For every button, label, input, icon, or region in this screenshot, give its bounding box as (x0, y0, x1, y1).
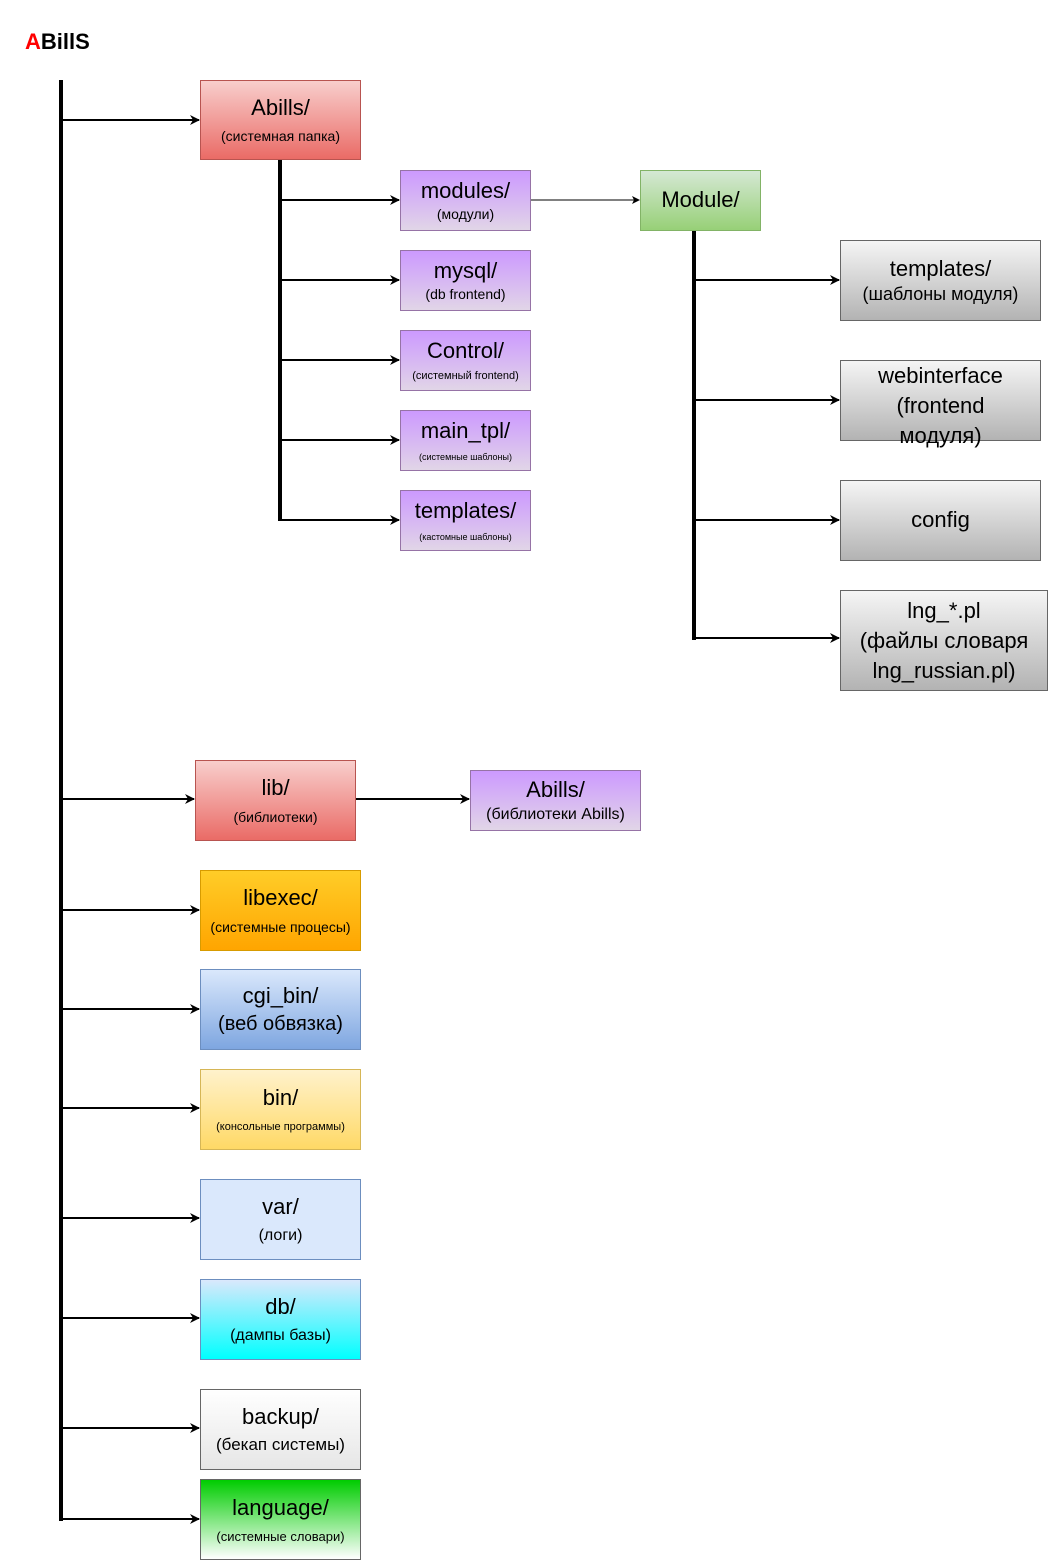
node-subtitle: (db frontend) (425, 286, 506, 303)
node-backup[interactable]: backup/ (бекап системы) (200, 1389, 361, 1470)
node-title: mysql/ (433, 257, 498, 283)
node-lib[interactable]: lib/ (библиотеки) (195, 760, 356, 841)
node-subtitle: (дампы базы) (230, 1327, 331, 1345)
node-subtitle: (бекап системы) (216, 1434, 345, 1454)
node-subtitle: (шаблоны модуля) (862, 283, 1019, 304)
node-cgi-bin[interactable]: cgi_bin/ (веб обвязка) (200, 969, 361, 1050)
node-mysql[interactable]: mysql/ (db frontend) (400, 250, 531, 311)
node-title: config (911, 507, 970, 533)
node-title: language/ (232, 1494, 329, 1520)
node-subtitle: (системные словари) (216, 1528, 345, 1544)
node-title: templates/ (414, 497, 517, 523)
node-var[interactable]: var/ (логи) (200, 1179, 361, 1260)
node-title: libexec/ (243, 884, 318, 910)
node-title: var/ (262, 1193, 299, 1219)
node-templates[interactable]: templates/ (кастомные шаблоны) (400, 490, 531, 551)
node-modules[interactable]: modules/ (модули) (400, 170, 531, 231)
node-subtitle: (системная папка) (221, 127, 340, 144)
node-title: db/ (265, 1293, 296, 1319)
node-main-tpl[interactable]: main_tpl/ (системные шаблоны) (400, 410, 531, 471)
node-title: backup/ (241, 1404, 320, 1430)
node-subtitle: (системные процесы) (210, 919, 351, 936)
node-control[interactable]: Control/ (системный frontend) (400, 330, 531, 391)
node-language[interactable]: language/ (системные словари) (200, 1479, 361, 1560)
node-subtitle: (системные шаблоны) (419, 452, 512, 463)
node-title: lng_*.pl (907, 597, 981, 623)
node-title: cgi_bin/ (242, 983, 319, 1009)
node-module[interactable]: Module/ (640, 170, 761, 231)
node-bin[interactable]: bin/ (консольные программы) (200, 1069, 361, 1150)
node-title: bin/ (262, 1084, 299, 1110)
node-subtitle: (библиотеки) (233, 809, 318, 826)
node-title: Module/ (661, 187, 740, 213)
abills-logo: ABillS (25, 29, 90, 55)
node-subtitle: (файлы словаря lng_russian.pl) (859, 627, 1029, 683)
node-subtitle: (frontend модуля) (896, 393, 985, 448)
node-subtitle: (библиотеки Abills) (486, 806, 625, 824)
node-title: templates/ (889, 255, 992, 281)
logo-accent: A (25, 29, 41, 54)
node-title: main_tpl/ (420, 417, 511, 443)
node-subtitle: (консольные программы) (216, 1121, 345, 1134)
node-webinterface[interactable]: webinterface (frontend модуля) (840, 360, 1041, 448)
node-lib-abills[interactable]: Abills/ (библиотеки Abills) (470, 770, 641, 831)
node-lng[interactable]: lng_*.pl (файлы словаря lng_russian.pl) (840, 590, 1048, 691)
node-subtitle: (системный frontend) (412, 370, 519, 383)
node-subtitle: (кастомные шаблоны) (419, 532, 512, 543)
node-title: modules/ (420, 177, 511, 203)
node-title: webinterface (878, 363, 1003, 388)
logo-text: BillS (40, 29, 90, 54)
node-config[interactable]: config (840, 480, 1041, 561)
node-subtitle: (веб обвязка) (218, 1012, 343, 1035)
node-abills[interactable]: Abills/ (системная папка) (200, 80, 361, 160)
node-libexec[interactable]: libexec/ (системные процесы) (200, 870, 361, 951)
node-db[interactable]: db/ (дампы базы) (200, 1279, 361, 1360)
node-title: Abills/ (251, 95, 310, 121)
node-module-templates[interactable]: templates/ (шаблоны модуля) (840, 240, 1041, 321)
node-title: lib/ (261, 774, 290, 800)
node-subtitle: (логи) (258, 1227, 303, 1245)
node-subtitle: (модули) (436, 206, 495, 223)
node-title: Abills/ (526, 776, 585, 802)
node-title: Control/ (426, 337, 505, 363)
